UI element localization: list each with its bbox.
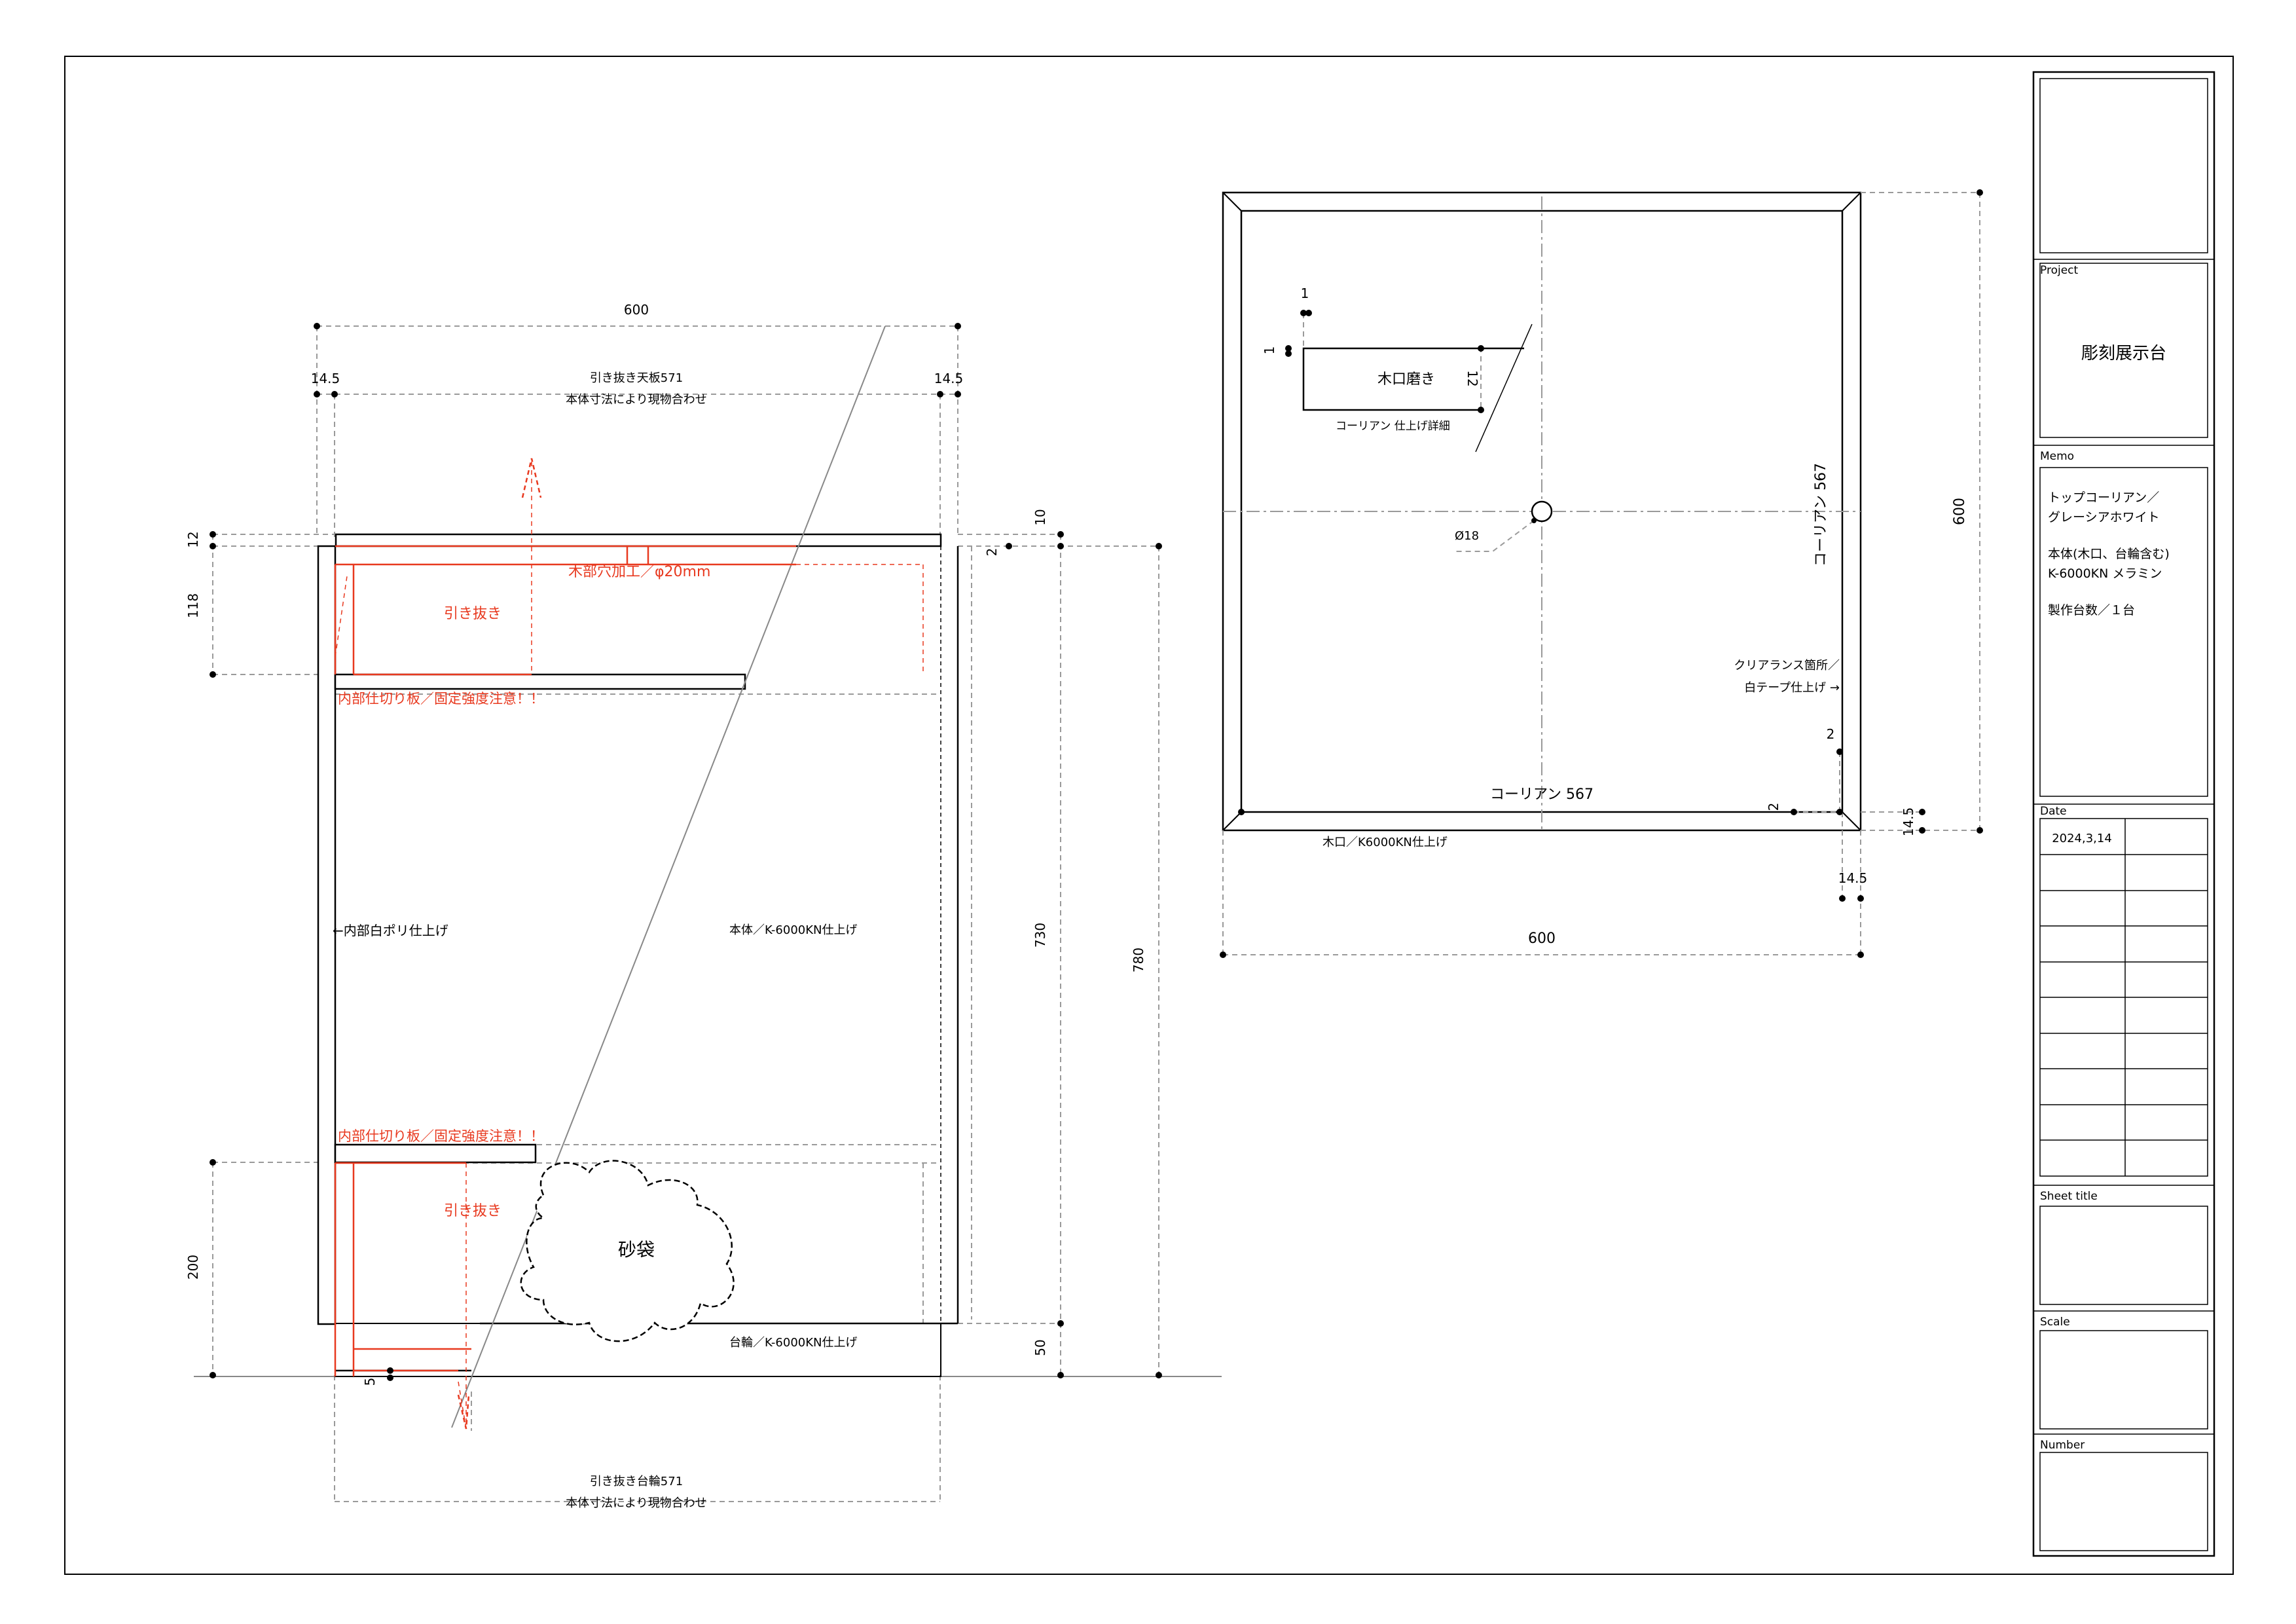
plan-dim-14-5-bottom: 14.5 — [1838, 870, 1868, 886]
plan-dim-600-horizontal: 600 — [1528, 931, 1556, 947]
date-value: 2024,3,14 — [2052, 832, 2112, 845]
sheet-frame — [64, 56, 2234, 1575]
edge-polish-label: 木口磨き — [1377, 371, 1435, 388]
pull-out-lower: 引き抜き — [444, 1203, 501, 1219]
date-label: Date — [2040, 805, 2067, 818]
memo-line-5: 製作台数／１台 — [2048, 603, 2135, 618]
pull-arrow-down-icon — [457, 1394, 470, 1430]
caster-finish-note: 台輪／K-6000KN仕上げ — [729, 1336, 858, 1350]
memo-line-4: K-6000KN メラミン — [2048, 566, 2162, 581]
hole-dim: Ø18 — [1455, 529, 1479, 543]
memo-label: Memo — [2040, 450, 2074, 463]
drawer-base-label: 引き抜き台輪571 — [590, 1475, 683, 1488]
dim-total-width: 600 — [624, 302, 649, 318]
project-label: Project — [2040, 264, 2078, 277]
dim-top-2: 2 — [984, 548, 1000, 557]
scale-label: Scale — [2040, 1316, 2070, 1329]
sheet-title-label: Sheet title — [2040, 1190, 2098, 1203]
plan-dim-2-right: 2 — [1827, 726, 1835, 742]
left-side-panel — [317, 545, 337, 1325]
dim-780: 780 — [1131, 948, 1146, 972]
corian-detail-label: コーリアン 仕上げ詳細 — [1336, 420, 1450, 433]
clearance-note-1: クリアランス箇所／ — [1734, 659, 1840, 673]
plan-dim-600-vertical: 600 — [1952, 498, 1968, 525]
partition-note-lower: 内部仕切り板／固定強度注意！！ — [338, 1128, 544, 1144]
plan-dim-14-5-vertical: 14.5 — [1901, 807, 1916, 837]
plan-dim-dots — [1220, 189, 1983, 958]
front-dimension-lines — [212, 325, 1159, 1503]
number-label: Number — [2040, 1439, 2085, 1452]
plan-dim-12: 12 — [1465, 370, 1480, 386]
dim-side-left: 14.5 — [311, 371, 340, 386]
memo-line-2: グレーシアホワイト — [2048, 510, 2160, 525]
memo-line-3: 本体(木口、台輪含む) — [2048, 547, 2170, 561]
dim-730: 730 — [1032, 923, 1048, 948]
partition-note-upper: 内部仕切り板／固定強度注意！！ — [338, 691, 544, 707]
title-block-frame — [2032, 71, 2215, 1557]
pull-arrow-up-icon — [521, 458, 542, 498]
front-dim-dots — [210, 323, 1162, 1381]
clearance-note-2: 白テープ仕上げ → — [1744, 681, 1840, 695]
upper-partition — [334, 673, 746, 690]
pull-out-upper: 引き抜き — [444, 606, 501, 622]
project-value: 彫刻展示台 — [2081, 344, 2166, 363]
plan-dim-1-left: 1 — [1262, 346, 1277, 355]
hole-note: 木部穴加工／φ20mm — [568, 564, 710, 580]
dim-50: 50 — [1032, 1339, 1048, 1356]
body-finish-note: 本体／K-6000KN仕上げ — [729, 923, 858, 937]
memo-line-1: トップコーリアン／ — [2048, 490, 2159, 505]
edge-polish-detail — [1302, 347, 1524, 411]
dim-top-10: 10 — [1032, 509, 1048, 525]
drawer-top-note: 本体寸法により現物合わせ — [566, 393, 707, 407]
sandbag-shape — [520, 1160, 735, 1342]
top-plate — [335, 533, 942, 547]
lower-partition — [334, 1143, 537, 1164]
dim-5: 5 — [362, 1378, 378, 1386]
center-hole — [1531, 500, 1553, 523]
inner-finish-note: ←内部白ポリ仕上げ — [333, 923, 448, 938]
drawer-red-lines — [334, 545, 796, 1376]
corian-side-label: コーリアン 567 — [1813, 463, 1829, 566]
front-view: 600 14.5 14.5 引き抜き天板571 本体寸法により現物合わせ 12 … — [185, 302, 1222, 1510]
dim-200: 200 — [185, 1255, 201, 1280]
drawer-base-note: 本体寸法により現物合わせ — [566, 1496, 707, 1510]
plan-dim-2-bottom: 2 — [1766, 803, 1781, 811]
sandbag-label: 砂袋 — [618, 1239, 655, 1261]
corian-bottom-label: コーリアン 567 — [1490, 786, 1594, 803]
plan-dim-1-top: 1 — [1301, 286, 1309, 301]
title-block: Project 彫刻展示台 Memo トップコーリアン／ グレーシアホワイト 本… — [2032, 71, 2215, 1557]
edge-finish-note: 木口／K6000KN仕上げ — [1322, 836, 1448, 849]
section-cut-line — [451, 325, 886, 1428]
plan-view: 1 1 木口磨き 12 コーリアン 仕上げ詳細 Ø18 コーリアン 567 60… — [1220, 189, 1983, 958]
dim-top-12: 12 — [185, 531, 201, 547]
drawer-top-label: 引き抜き天板571 — [590, 371, 683, 385]
dim-top-118: 118 — [185, 593, 201, 618]
dim-side-right: 14.5 — [934, 371, 964, 386]
